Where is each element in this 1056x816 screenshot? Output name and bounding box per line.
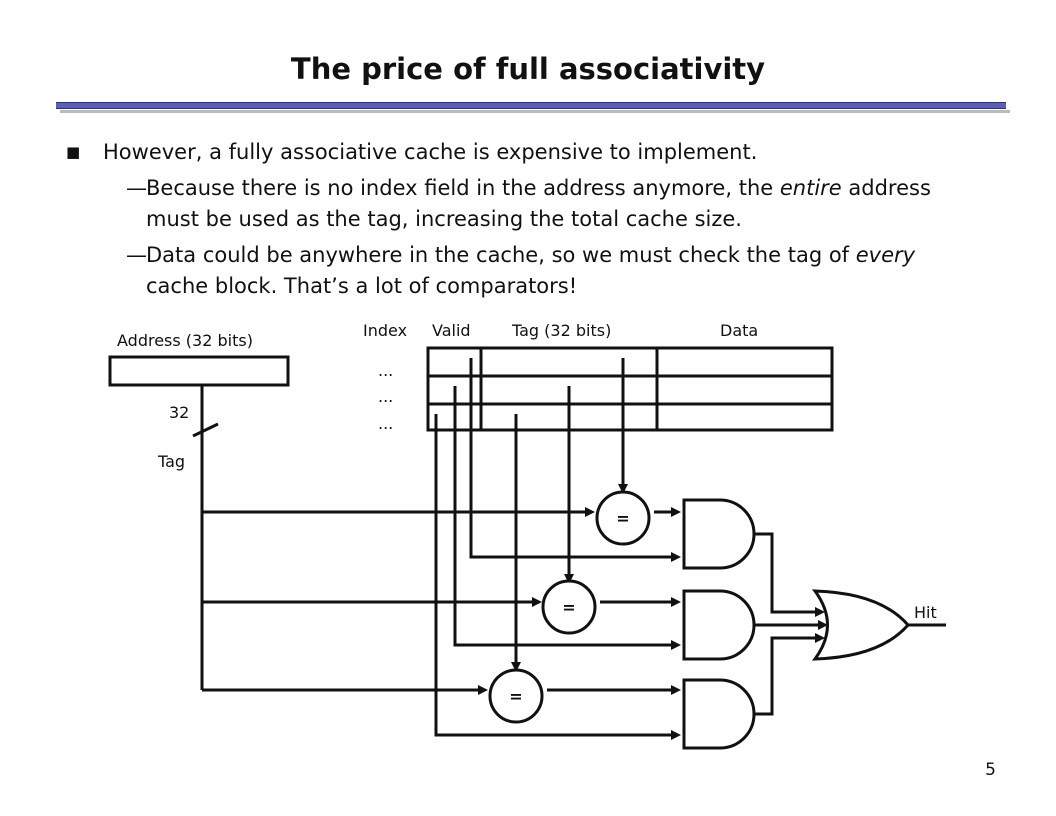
- and-gate-1: [682, 498, 756, 570]
- bullet-text: However, a fully associative cache is ex…: [103, 140, 758, 164]
- and-gate-3: [682, 678, 756, 750]
- title-underline-shadow: [60, 110, 1010, 113]
- comparator-symbol: =: [509, 687, 522, 706]
- bus-width-slash: [192, 422, 219, 438]
- hit-label: Hit: [914, 603, 937, 622]
- address-label: Address (32 bits): [117, 331, 253, 350]
- sub-bullet-text: Because there is no index field in the a…: [146, 176, 931, 231]
- and-out-1: [754, 532, 825, 617]
- or-gate: [811, 589, 910, 661]
- comparator-symbol: =: [616, 509, 629, 528]
- title-underline: [56, 102, 1006, 109]
- sub-bullet-item: — Because there is no index field in the…: [126, 173, 966, 235]
- cache-table: [426, 346, 834, 432]
- valid-wire-1: [469, 358, 681, 562]
- valid-column-header: Valid: [432, 321, 471, 340]
- index-ellipsis: ...: [378, 361, 393, 380]
- address-register: [108, 355, 290, 387]
- dash-icon: —: [126, 243, 147, 267]
- comparator-2: [541, 579, 597, 635]
- slide-title: The price of full associativity: [290, 52, 766, 86]
- comparator-1: [595, 490, 651, 546]
- square-bullet-icon: ■: [66, 143, 81, 161]
- comparator-symbol: =: [562, 598, 575, 617]
- bus-width-label: 32: [169, 403, 189, 422]
- valid-wire-3: [434, 414, 681, 740]
- data-column-header: Data: [720, 321, 758, 340]
- bullet-list: ■ However, a fully associative cache is …: [66, 137, 966, 302]
- dash-icon: —: [126, 176, 147, 200]
- tag-label: Tag: [157, 452, 185, 471]
- valid-wire-2: [453, 386, 681, 650]
- sub-bullet-text: Data could be anywhere in the cache, so …: [146, 243, 916, 298]
- sub-bullet-item: — Data could be anywhere in the cache, s…: [126, 240, 966, 302]
- and-out-3: [754, 633, 825, 716]
- tag-column-header: Tag (32 bits): [511, 321, 611, 340]
- index-ellipsis: ...: [378, 414, 393, 433]
- bullet-item: ■ However, a fully associative cache is …: [66, 137, 966, 168]
- and-gate-2: [682, 589, 756, 661]
- page-number: 5: [985, 760, 996, 780]
- index-column-header: Index: [363, 321, 407, 340]
- index-ellipsis: ...: [378, 387, 393, 406]
- comparator-3: [488, 668, 544, 724]
